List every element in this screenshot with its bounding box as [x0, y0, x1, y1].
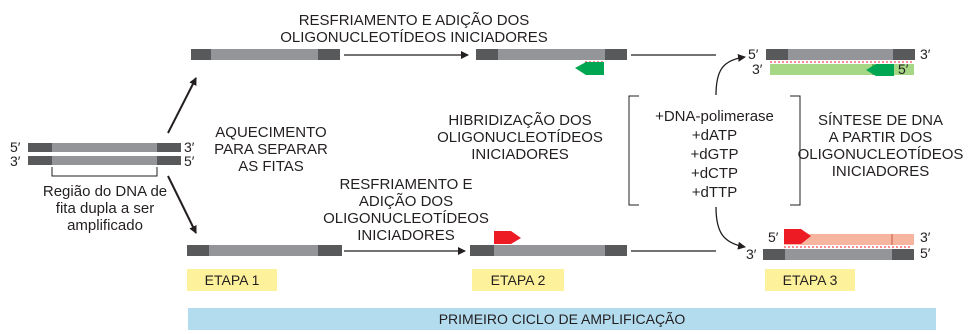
- synthesis-line-2: A PARTIR DOS: [828, 129, 933, 146]
- reagent-dgtp: +dGTP: [690, 146, 739, 163]
- stage3-red-5-end: 5′: [768, 229, 779, 245]
- region-bracket: [51, 167, 158, 177]
- hybridization-line-3: INICIADORES: [471, 146, 569, 163]
- stage3-bottom-5-end: 5′: [920, 245, 931, 261]
- stage3-top-5-end: 5′: [748, 46, 759, 62]
- bottom-cooling-line-2: ADIÇÃO DOS: [358, 193, 454, 210]
- top-single-strand: [191, 49, 340, 60]
- duplex-bottom-5-end: 5′: [184, 153, 195, 169]
- green-primer: [575, 62, 604, 75]
- reagent-datp: +dATP: [691, 127, 738, 144]
- reagent-dttp: +dTTP: [691, 184, 738, 201]
- stage-1-badge: ETAPA 1: [187, 269, 277, 291]
- region-line-2: fita dupla a ser: [55, 200, 155, 217]
- region-line-1: Região do DNA de: [42, 183, 168, 200]
- curved-arrow-down: [715, 206, 746, 250]
- synthesis-line-3: OLIGONUCLEOTÍDEOS: [797, 146, 964, 163]
- arrow-down-diagonal: [167, 175, 197, 234]
- reagent-dna-polymerase: +DNA-polimerase: [655, 108, 774, 125]
- hybridization-line-1: HIBRIDIZAÇÃO DOS: [448, 112, 592, 129]
- bottom-cooling-line-3: OLIGONUCLEOTÍDEOS: [323, 210, 489, 227]
- stage-3-badge: ETAPA 3: [765, 269, 855, 291]
- stage3-top-3-end: 3′: [920, 46, 931, 62]
- synthesis-label: SÍNTESE DE DNA A PARTIR DOS OLIGONUCLEOT…: [793, 112, 968, 180]
- bottom-cooling-label: RESFRIAMENTO E ADIÇÃO DOS OLIGONUCLEOTÍD…: [322, 176, 490, 244]
- top-cooling-label: RESFRIAMENTO E ADIÇÃO DOS OLIGONUCLEOTÍD…: [274, 12, 554, 46]
- heating-line-1: AQUECIMENTO: [215, 124, 327, 141]
- region-line-3: amplificado: [67, 217, 143, 234]
- duplex-top-5-end: 5′: [10, 139, 21, 155]
- stage3-green-5-end: 5′: [898, 61, 909, 77]
- reagent-dctp: +dCTP: [690, 165, 739, 182]
- heating-label: AQUECIMENTO PARA SEPARAR AS FITAS: [206, 124, 336, 175]
- stage3-red-3-end: 3′: [920, 229, 931, 245]
- duplex-bottom-3-end: 3′: [10, 153, 21, 169]
- amplification-cycle-banner: PRIMEIRO CICLO DE AMPLIFICAÇÃO: [188, 308, 936, 330]
- new-red-strand: [784, 234, 914, 245]
- stage3-top-duplex: [766, 49, 915, 76]
- heating-line-2: PARA SEPARAR: [214, 141, 328, 158]
- arrow-up-diagonal: [167, 77, 197, 134]
- top-strand-with-primer: [476, 49, 627, 75]
- hybridization-line-2: OLIGONUCLEOTÍDEOS: [437, 129, 603, 146]
- original-dna-duplex: [28, 143, 181, 177]
- bottom-cooling-line-1: RESFRIAMENTO E: [339, 176, 473, 193]
- region-label: Região do DNA de fita dupla a ser amplif…: [26, 183, 184, 234]
- top-cooling-line-1: RESFRIAMENTO E ADIÇÃO DOS: [298, 12, 530, 29]
- curved-arrow-up: [715, 53, 746, 96]
- red-primer: [494, 231, 521, 244]
- synthesis-line-1: SÍNTESE DE DNA: [817, 112, 944, 129]
- new-green-strand: [770, 64, 914, 75]
- reagents-list: +DNA-polimerase +dATP +dGTP +dCTP +dTTP: [639, 107, 790, 202]
- stage3-bottom-3-end: 3′: [746, 246, 757, 262]
- reagent-bracket-right: [790, 95, 801, 206]
- stage3-bottom-duplex: [763, 229, 914, 260]
- synthesis-line-4: INICIADORES: [831, 163, 930, 180]
- reagent-bracket-left: [628, 95, 639, 206]
- hybridization-label: HIBRIDIZAÇÃO DOS OLIGONUCLEOTÍDEOS INICI…: [435, 112, 605, 163]
- top-cooling-line-2: OLIGONUCLEOTÍDEOS INICIADORES: [280, 29, 548, 46]
- heating-line-3: AS FITAS: [238, 158, 304, 175]
- stage-2-badge: ETAPA 2: [472, 269, 564, 291]
- bottom-strand-with-primer: [470, 231, 627, 256]
- duplex-top-3-end: 3′: [184, 139, 195, 155]
- bottom-single-strand: [187, 245, 342, 256]
- bottom-cooling-line-4: INICIADORES: [357, 227, 455, 244]
- stage3-green-3-end: 3′: [752, 61, 763, 77]
